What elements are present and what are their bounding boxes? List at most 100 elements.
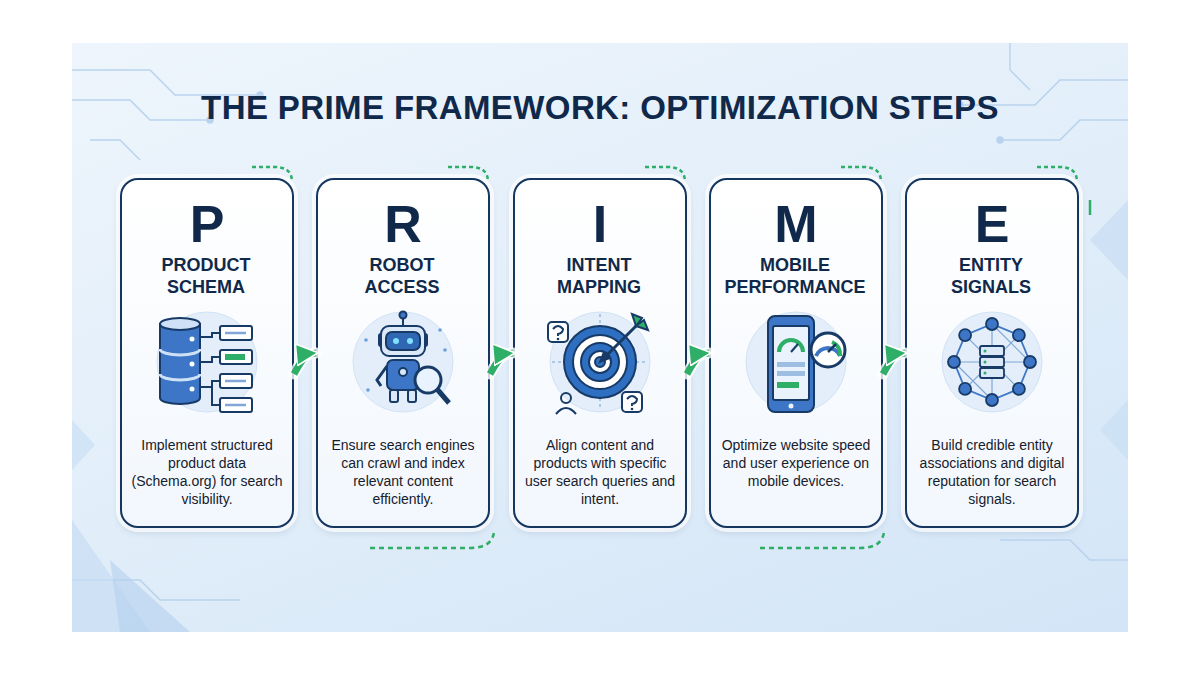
database-icon (220, 398, 252, 412)
robot-icon (393, 338, 399, 344)
step-description: Optimize website speed and user experien… (719, 436, 873, 490)
target-icon (564, 326, 636, 398)
robot-icon (415, 367, 441, 393)
icon-halos (353, 312, 453, 412)
network-icon (954, 324, 1030, 400)
icon-halos (157, 312, 1042, 412)
step-letter: M (711, 196, 881, 252)
database-icon (160, 374, 200, 380)
network-icon (986, 394, 998, 406)
flow-arrow (883, 353, 905, 374)
network-icon (948, 318, 1036, 406)
phone-icon (791, 344, 798, 352)
diagram-title: THE PRIME FRAMEWORK: OPTIMIZATION STEPS (0, 88, 1200, 128)
step-card: RROBOT ACCESS Ensure search engines can c… (316, 178, 490, 528)
step-card: IINTENT MAPPING Align content and product… (513, 178, 687, 528)
phone-icon (777, 371, 805, 376)
connector-halo (687, 353, 709, 374)
circuit-lines (1000, 540, 1128, 560)
step-description: Ensure search engines can crawl and inde… (326, 436, 480, 508)
database-icon (225, 333, 246, 405)
icon-halos (942, 312, 1042, 412)
circuit-lines (90, 140, 140, 160)
circuit-lines (1000, 120, 1128, 140)
robot-icon (407, 338, 413, 344)
network-icon (984, 361, 987, 364)
network-icon (959, 329, 971, 341)
target-icon (548, 314, 648, 414)
target-icon (548, 322, 568, 342)
target-icon (573, 335, 627, 389)
robot-icon (364, 338, 368, 342)
step-heading: ROBOT ACCESS (322, 254, 482, 298)
step-card: PPRODUCT SCHEMA Implement structured prod… (120, 178, 294, 528)
database-icon (190, 387, 195, 392)
phone-icon (768, 316, 845, 412)
step-heading: MOBILE PERFORMANCE (715, 254, 875, 298)
network-icon (1013, 383, 1025, 395)
step-card: EENTITY SIGNALS Build credible entity ass… (905, 178, 1079, 528)
dashed-bottom-arrows (370, 532, 884, 548)
robot-icon (438, 328, 442, 332)
target-icon (595, 357, 605, 367)
network-icon (984, 350, 987, 353)
phone-icon (768, 316, 814, 412)
flow-arrow (490, 353, 513, 374)
circuit-lines (72, 43, 1128, 600)
robot-icon (408, 390, 416, 402)
database-icon (160, 324, 200, 404)
phone-icon (779, 340, 803, 352)
step-letter: R (318, 196, 488, 252)
phone-icon (789, 404, 794, 409)
target-icon (556, 408, 576, 414)
connector-halo (883, 353, 905, 374)
target-icon (589, 351, 611, 373)
robot-icon (366, 388, 370, 392)
database-icon (220, 326, 252, 340)
step-heading: PRODUCT SCHEMA (126, 254, 286, 298)
step-description: Align content and products with specific… (523, 436, 677, 508)
target-icon (581, 343, 619, 381)
target-icon (557, 338, 560, 341)
network-icon (948, 356, 960, 368)
target-icon (622, 392, 642, 412)
network-icon (1024, 356, 1036, 368)
step-heading: ENTITY SIGNALS (911, 254, 1071, 298)
circuit-lines (72, 580, 240, 600)
network-icon (980, 346, 1004, 356)
circuit-lines (1010, 43, 1030, 90)
robot-icon (437, 389, 449, 403)
database-icon (160, 318, 200, 330)
database-icon (225, 354, 245, 360)
icon-halos (550, 312, 650, 412)
step-letter: I (515, 196, 685, 252)
step-heading: INTENT MAPPING (519, 254, 679, 298)
target-icon (561, 393, 571, 403)
network-icon (959, 383, 971, 395)
step-letter: P (122, 196, 292, 252)
robot-icon (379, 334, 384, 346)
target-icon (627, 396, 637, 406)
target-icon (552, 314, 648, 410)
target-icon (553, 326, 563, 336)
step-description: Build credible entity associations and d… (915, 436, 1069, 508)
phone-icon (832, 342, 840, 356)
corner-shapes (1090, 200, 1128, 280)
target-icon (632, 314, 648, 330)
database-icon (160, 318, 252, 412)
phone-icon (828, 344, 836, 352)
target-icon (602, 322, 640, 360)
corner-shapes (72, 420, 95, 470)
phone-icon (777, 382, 799, 388)
dashed-bottom-arrows (760, 532, 884, 548)
flow-arrow (294, 353, 316, 374)
phone-icon (811, 333, 845, 367)
corner-shapes (110, 560, 190, 632)
robot-icon (377, 366, 387, 386)
icon-halos (157, 312, 257, 412)
step-description: Implement structured product data (Schem… (130, 436, 284, 508)
robot-icon (400, 312, 407, 319)
step-letter: E (907, 196, 1077, 252)
network-icon (980, 368, 1004, 378)
